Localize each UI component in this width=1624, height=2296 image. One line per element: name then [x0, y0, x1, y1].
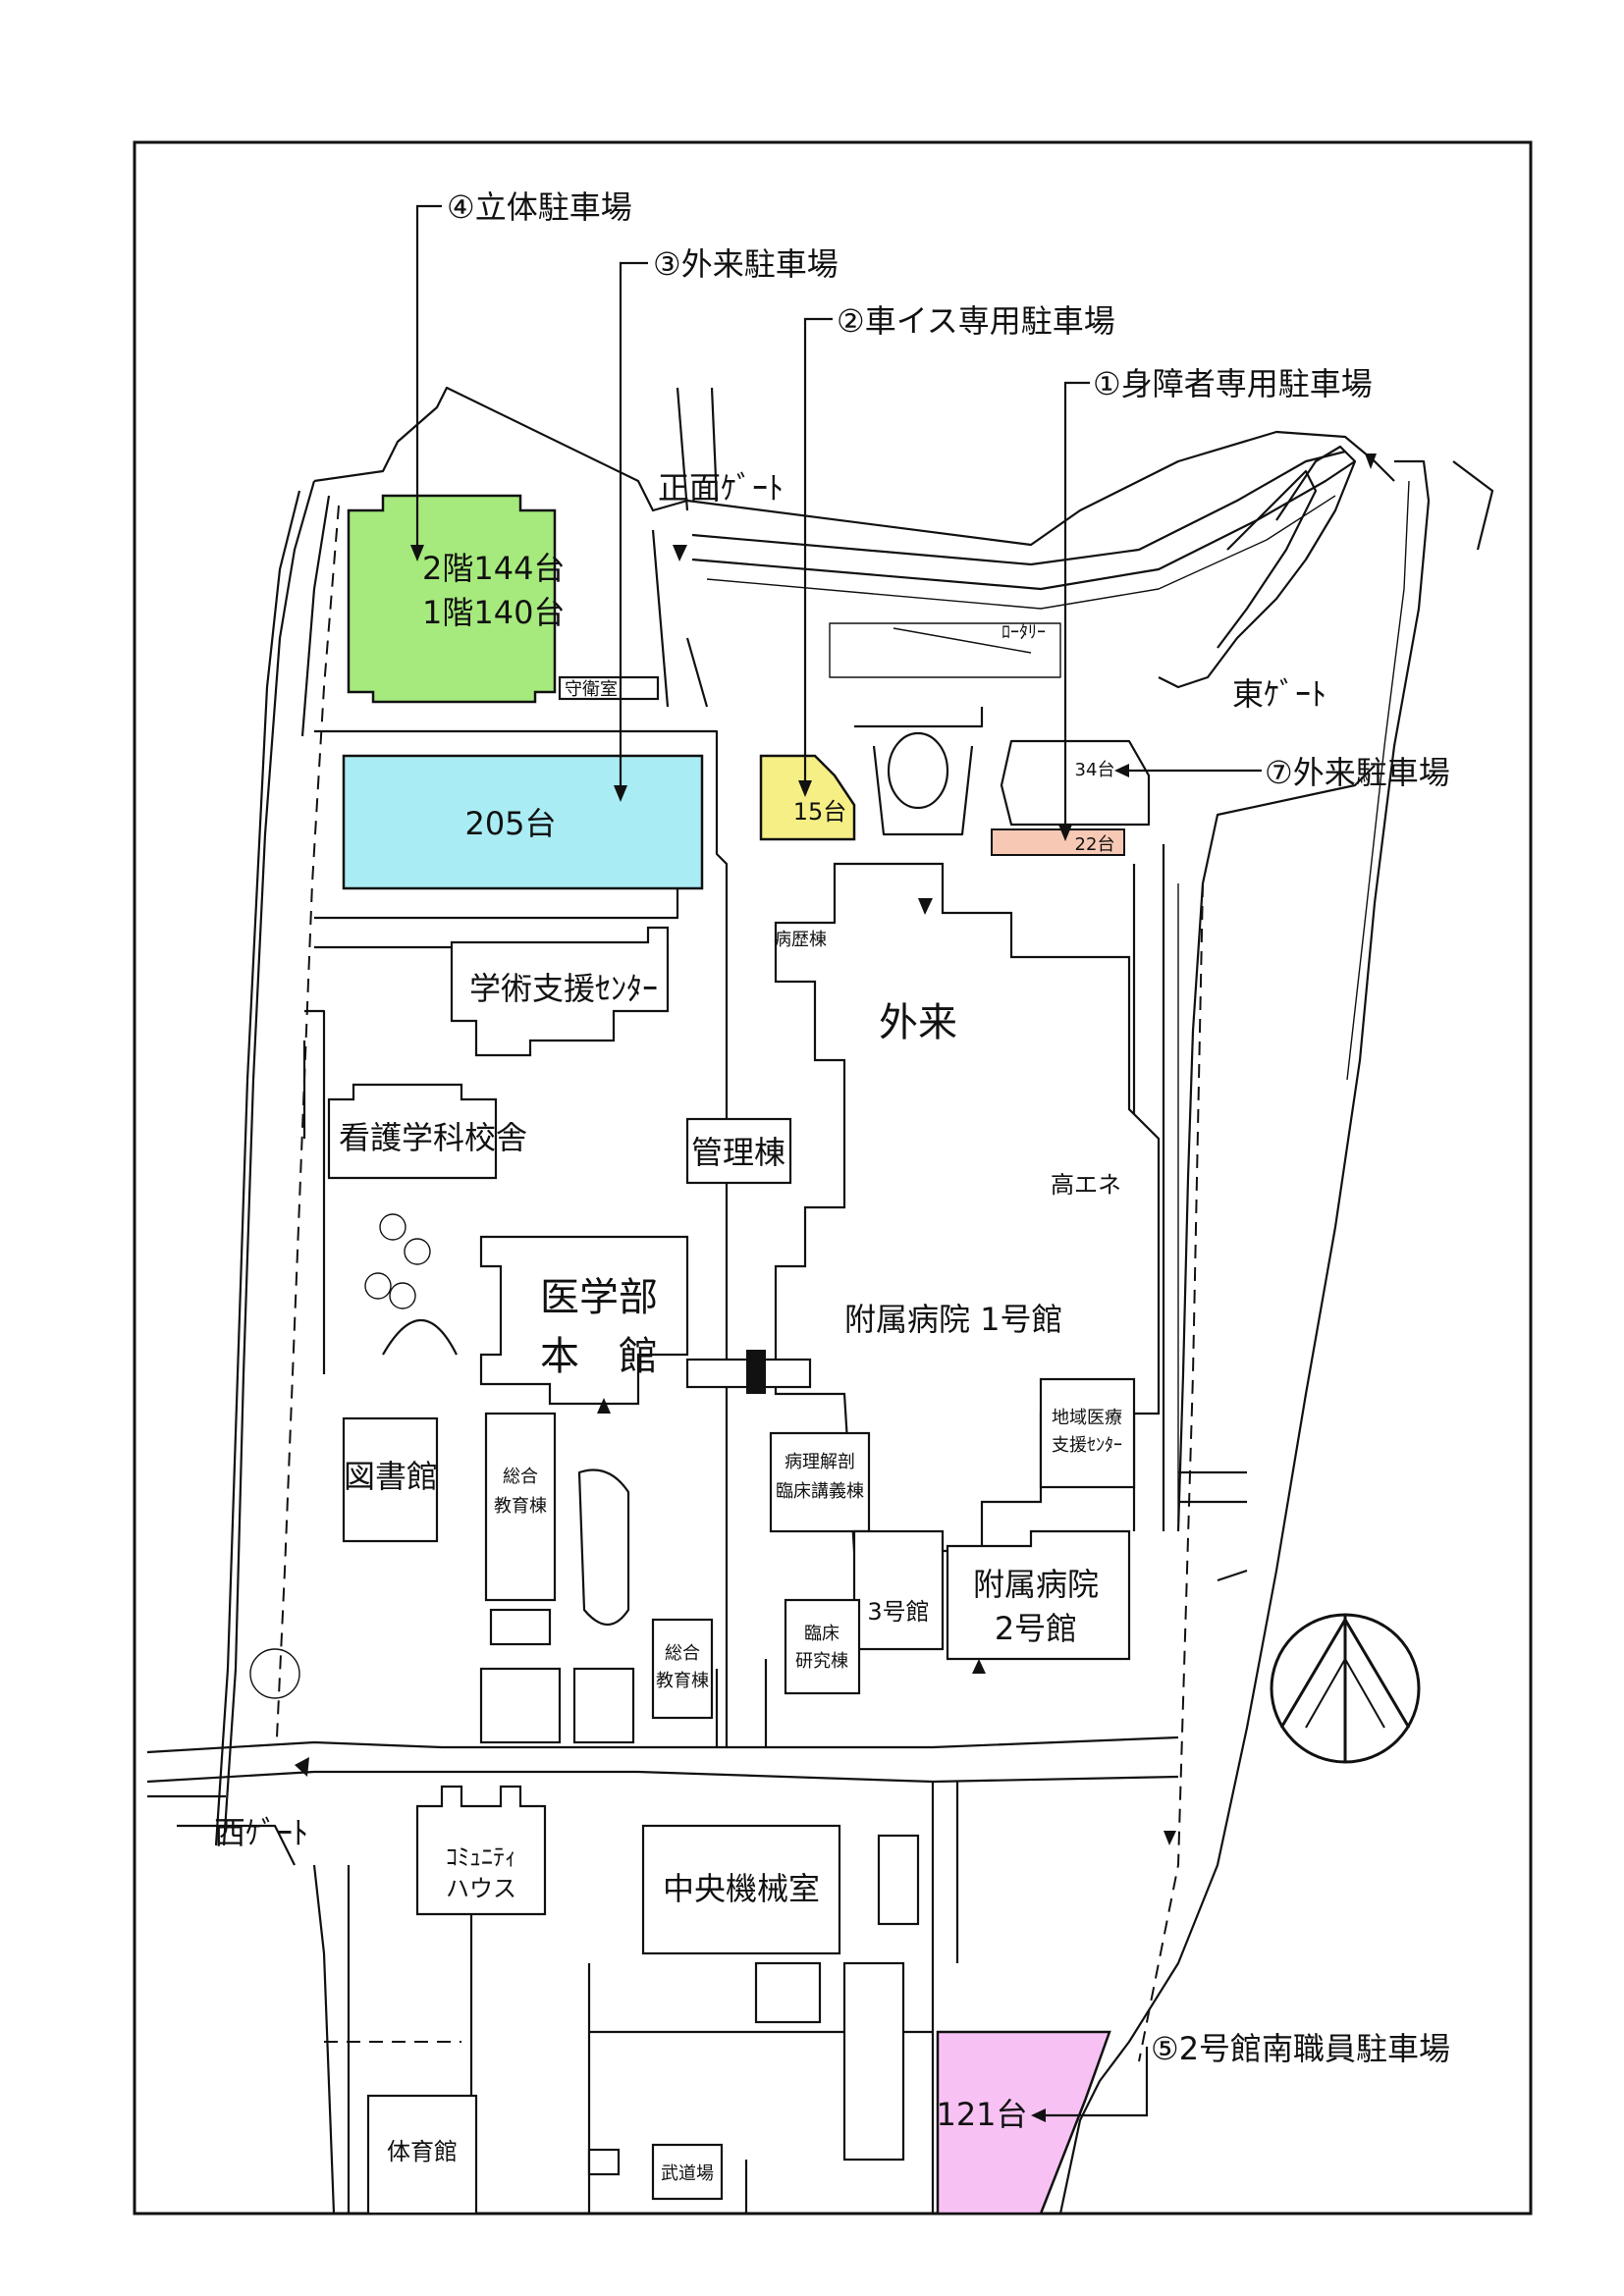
shuei-shitsu-label: 守衛室 — [565, 679, 618, 700]
building-fuzoku-2b: 2号館 — [995, 1610, 1077, 1647]
parking-lot-4-capacity-floor1: 1階140台 — [422, 594, 565, 631]
parking-lot-5: 121台 — [936, 2030, 1111, 2216]
buildings: 守衛室 ﾛｰﾀﾘｰ 外来 病歴棟 高エネ 附属病院 1号館 学術支援ｾﾝﾀｰ 看… — [249, 622, 1161, 2216]
building-byori-2: 臨床講義棟 — [776, 1481, 864, 1502]
parking-lot-3-area — [342, 754, 704, 890]
building-gakujutsu: 学術支援ｾﾝﾀｰ — [469, 970, 658, 1007]
building-rinsho-1: 臨床 — [804, 1624, 839, 1644]
callout-leaders — [410, 204, 1262, 2122]
callout-lot2: ②車イス専用駐車場 — [837, 302, 1115, 340]
building-sogo-2b: 教育棟 — [656, 1671, 709, 1691]
parking-lot-1-area — [991, 828, 1125, 856]
building-toshokan: 図書館 — [344, 1458, 438, 1495]
parking-lot-1-capacity: 22台 — [1075, 834, 1115, 855]
building-sogo-1a: 総合 — [503, 1467, 538, 1487]
building-chiiki-2: 支援ｾﾝﾀｰ — [1052, 1435, 1122, 1456]
roundabout-label: ﾛｰﾀﾘｰ — [1001, 622, 1046, 643]
parking-lot-2-capacity: 15台 — [793, 798, 847, 826]
callout-lot1: ①身障者専用駐車場 — [1093, 365, 1373, 402]
building-3gokan: 3号館 — [867, 1598, 929, 1626]
parking-lot-2-area — [759, 754, 856, 841]
parking-lot-3: 205台 — [342, 754, 704, 890]
building-sogo-2a: 総合 — [665, 1643, 700, 1664]
building-chiiki-1: 地域医療 — [1052, 1408, 1122, 1428]
building-kouene: 高エネ — [1051, 1171, 1121, 1199]
gate-front: 正面ｹﾞｰﾄ — [658, 469, 784, 507]
building-gairai: 外来 — [879, 1000, 957, 1045]
building-fuzoku-2a: 附属病院 — [973, 1566, 1099, 1603]
parking-lot-3-capacity: 205台 — [464, 805, 556, 842]
parking-lot-4: 2階144台 1階140台 — [347, 494, 565, 704]
parking-lot-7: 34台 — [1000, 739, 1151, 827]
north-arrow-icon — [1270, 1613, 1421, 1764]
parking-lot-5-capacity: 121台 — [936, 2096, 1027, 2133]
parking-lot-2: 15台 — [759, 754, 856, 841]
gate-west: 西ｹﾞｰﾄ — [214, 1814, 308, 1851]
parking-lot-1: 22台 — [991, 828, 1125, 856]
building-taiiku: 体育館 — [387, 2138, 458, 2165]
shuei-shitsu — [558, 675, 660, 701]
callout-lot3: ③外来駐車場 — [653, 245, 839, 283]
building-rinsho-2: 研究棟 — [795, 1651, 848, 1672]
gate-markers — [295, 454, 1377, 1845]
road-network — [146, 386, 1494, 2215]
callout-lot5: ⑤2号館南職員駐車場 — [1151, 2030, 1450, 2067]
parking-lot-4-area — [347, 494, 557, 704]
callout-lot4: ④立体駐車場 — [447, 188, 632, 226]
building-community-1: ｺﾐｭﾆﾃｨ — [446, 1843, 516, 1871]
parking-lot-5-area — [936, 2030, 1111, 2216]
building-igakubu-1: 医学部 — [540, 1275, 658, 1320]
building-kango: 看護学科校舎 — [339, 1119, 527, 1156]
building-fuzoku-1: 附属病院 1号館 — [844, 1301, 1063, 1338]
building-kanri: 管理棟 — [691, 1134, 785, 1171]
building-igakubu-2: 本 館 — [540, 1334, 658, 1379]
callout-lot7: ⑦外来駐車場 — [1265, 754, 1450, 791]
building-byori-1: 病理解剖 — [785, 1452, 855, 1472]
parking-lot-7-capacity: 34台 — [1075, 760, 1115, 780]
building-sogo-1b: 教育棟 — [494, 1496, 547, 1517]
building-community-2: ハウス — [446, 1875, 516, 1902]
map-frame — [133, 140, 1533, 2216]
building-byoreki: 病歴棟 — [774, 930, 827, 950]
gate-east: 東ｹﾞｰﾄ — [1232, 675, 1326, 713]
parking-lot-4-capacity-floor2: 2階144台 — [422, 550, 565, 587]
building-budo: 武道場 — [661, 2163, 714, 2184]
building-chuo: 中央機械室 — [663, 1870, 820, 1907]
